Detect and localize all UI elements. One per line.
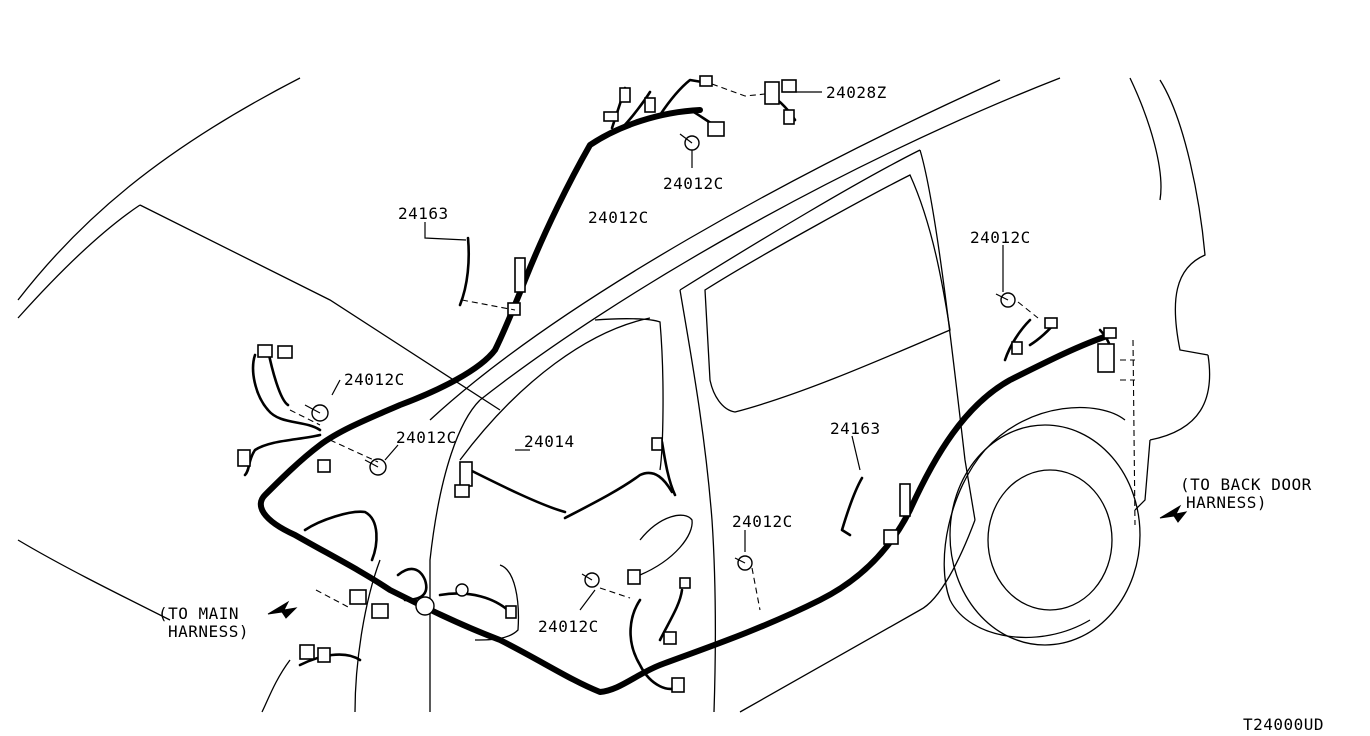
note-to-main-harness-line2: HARNESS) (168, 622, 249, 641)
main-harness-arrow-icon (267, 600, 298, 619)
vehicle-body-outline (17, 77, 1211, 713)
clips (304, 133, 1016, 616)
part-label-24012c-bottom: 24012C (538, 617, 599, 636)
part-label-24012c-right: 24012C (970, 228, 1031, 247)
part-label-24028z: 24028Z (826, 83, 887, 102)
note-to-back-door-line2: HARNESS) (1186, 493, 1267, 512)
part-label-24012c-mid: 24012C (588, 208, 649, 227)
connectors (237, 75, 1117, 693)
note-to-back-door-line1: (TO BACK DOOR (1180, 475, 1312, 494)
part-label-24012c-lower: 24012C (732, 512, 793, 531)
part-label-24012c-left2: 24012C (396, 428, 457, 447)
part-label-24163-left: 24163 (398, 204, 449, 223)
part-label-24012c-top: 24012C (663, 174, 724, 193)
part-label-24014: 24014 (524, 432, 575, 451)
part-label-24163-right: 24163 (830, 419, 881, 438)
direction-arrows (267, 504, 1188, 619)
part-label-24012c-left1: 24012C (344, 370, 405, 389)
note-to-main-harness-line1: (TO MAIN (158, 604, 239, 623)
drawing-code: T24000UD (1243, 715, 1324, 734)
back-door-arrow-icon (1159, 504, 1188, 523)
leader-lines (289, 83, 1136, 611)
